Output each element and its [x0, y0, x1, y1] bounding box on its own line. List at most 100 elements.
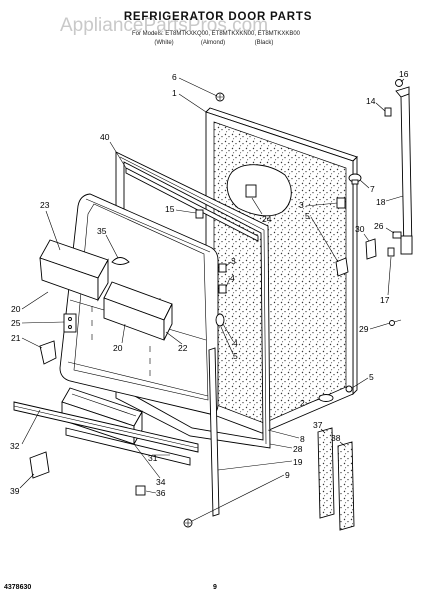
screw-icon: [389, 319, 402, 326]
callout-part-3: 3: [299, 200, 304, 210]
leader-line: [359, 179, 370, 189]
leader-line: [310, 216, 339, 263]
gasket-inner-line: [119, 156, 267, 445]
callout-part-6: 6: [172, 72, 177, 82]
leader-line: [21, 409, 41, 445]
callout-part-28: 28: [293, 444, 303, 454]
leader-line: [21, 337, 43, 349]
leader-line: [145, 490, 157, 494]
liner-slot: [91, 298, 161, 376]
trim-clip: [29, 451, 50, 479]
color-almond: (Almond): [201, 40, 225, 46]
callout-part-4: 4: [233, 338, 238, 348]
callout-part-26: 26: [374, 221, 384, 231]
screw-icon: [215, 92, 225, 102]
door-stop: [195, 209, 204, 219]
watermark: AppliancePartsPros.com: [60, 15, 268, 36]
bin-clip: [111, 257, 130, 265]
shelf-clip: [39, 340, 57, 365]
leader-line: [320, 428, 326, 434]
callout-part-31: 31: [148, 453, 158, 463]
bin-bracket-hole: [68, 317, 72, 321]
callout-part-1: 1: [172, 88, 177, 98]
bottom-trim-bar: [65, 427, 191, 466]
callout-part-9: 9: [285, 470, 290, 480]
middle-bin-side: [163, 303, 173, 341]
leader-line: [400, 78, 405, 83]
leader-line: [217, 460, 293, 471]
leader-line: [105, 234, 119, 259]
leader-line: [175, 209, 197, 214]
callout-part-20: 20: [11, 304, 21, 314]
bin-bracket-body: [63, 313, 77, 333]
leader-line: [225, 277, 231, 288]
color-black: (Black): [255, 40, 274, 46]
leader-line: [369, 322, 391, 330]
callout-part-38: 38: [331, 433, 341, 443]
screw-head: [345, 385, 353, 393]
leader-line: [45, 210, 61, 251]
callout-part-5: 5: [369, 372, 374, 382]
screw-slot: [217, 94, 223, 100]
screw-icon: [395, 79, 403, 87]
callout-part-25: 25: [11, 318, 21, 328]
leader-line: [109, 141, 127, 169]
door-closer-bracket: [335, 257, 349, 277]
screw-icon: [345, 385, 353, 393]
part-callouts: 6 1 40 16 14 7 18 3 5 24 15 23 35 30 26 …: [10, 69, 409, 498]
callout-part-30: 30: [355, 224, 365, 234]
leader-line: [387, 256, 392, 296]
leader-line: [21, 321, 65, 324]
callout-part-34: 34: [156, 477, 166, 487]
screw-head: [395, 79, 403, 87]
page-number: 9: [213, 584, 217, 591]
leader-line: [165, 331, 183, 345]
leader-line: [363, 233, 370, 242]
vertical-trim-strip: [208, 347, 220, 517]
callout-part-39: 39: [10, 486, 20, 496]
hinge-end-block: [400, 235, 413, 255]
liner-bracket: [218, 284, 227, 294]
leader-lines: [19, 77, 405, 522]
callout-part-14: 14: [366, 96, 376, 106]
leader-line: [133, 443, 161, 479]
liner-bracket: [218, 263, 227, 273]
door-foot-disk: [318, 394, 334, 402]
callout-part-36: 36: [156, 488, 166, 498]
handle-spacer: [387, 247, 395, 257]
callout-part-40: 40: [100, 132, 110, 142]
callout-part-8: 8: [300, 434, 305, 444]
callout-part-18: 18: [376, 197, 386, 207]
upper-door-bin: [39, 239, 109, 302]
callout-part-4: 4: [230, 273, 235, 283]
callout-part-16: 16: [399, 69, 409, 79]
callout-part-5: 5: [233, 351, 238, 361]
leader-line: [222, 323, 234, 342]
callout-part-21: 21: [11, 333, 21, 343]
knob-stem: [351, 179, 359, 185]
callout-part-37: 37: [313, 420, 323, 430]
page-title: REFRIGERATOR DOOR PARTS: [124, 11, 312, 23]
callout-part-22: 22: [178, 343, 188, 353]
door-liner-lip: [85, 198, 211, 253]
leader-line: [351, 377, 369, 389]
outer-door-side: [352, 155, 358, 396]
callout-part-32: 32: [10, 441, 20, 451]
hinge-bushing: [215, 313, 225, 327]
model-list: For Models: ET8MTKXKQ00, ET8MTKXKN00, ET…: [132, 31, 301, 37]
foam-block: [337, 441, 355, 531]
door-liner-inner-wall: [73, 203, 209, 401]
cutout-part: [245, 184, 257, 198]
small-clip: [135, 485, 146, 496]
leader-line: [269, 443, 293, 449]
leader-line: [385, 227, 395, 234]
leader-line: [220, 326, 234, 355]
color-white: (White): [154, 40, 173, 46]
liner-shelf-rail: [67, 361, 209, 397]
leader-line: [191, 474, 285, 522]
foam-block: [317, 427, 335, 519]
callout-part-19: 19: [293, 457, 303, 467]
leader-line: [305, 202, 338, 207]
bottom-bin-rim: [71, 393, 137, 417]
